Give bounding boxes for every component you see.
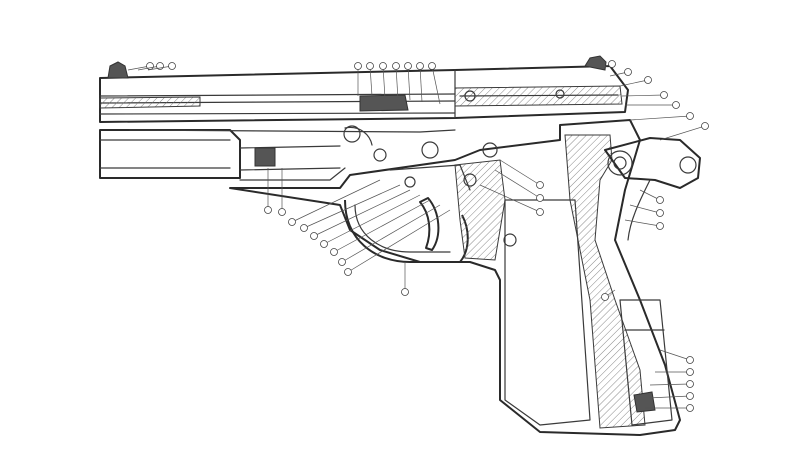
callout-leader (629, 204, 661, 214)
callout-bubble (310, 232, 318, 240)
callout-leader (407, 65, 411, 101)
callout-bubble (608, 60, 616, 68)
callout-leader (395, 65, 399, 101)
callout-bubble (624, 68, 632, 76)
callout-bubble (320, 240, 328, 248)
front-sight (107, 61, 129, 79)
callout-bubble (264, 206, 272, 214)
callout-leader (303, 184, 401, 229)
callout-bubble (392, 62, 400, 70)
callout-bubble (672, 101, 680, 109)
callout-leader (382, 65, 386, 99)
rear-sight (584, 55, 607, 71)
callout-bubble (401, 288, 409, 296)
callout-bubble (686, 380, 694, 388)
grip-panel (504, 199, 591, 426)
callout-bubble (644, 76, 652, 84)
callout-bubble (366, 62, 374, 70)
callout-leader (647, 395, 691, 399)
callout-bubble (288, 218, 296, 226)
callout-bubble (536, 208, 544, 216)
callout-leader (431, 65, 441, 105)
callout-bubble (701, 122, 709, 130)
callout-leader (624, 219, 661, 227)
callout-bubble (379, 62, 387, 70)
callout-leader (659, 125, 706, 141)
callout-leader (323, 194, 421, 245)
callout-bubble (656, 196, 664, 204)
callout-markers (127, 60, 709, 412)
callout-bubble (656, 222, 664, 230)
callout-bubble (686, 392, 694, 400)
callout-leader (369, 65, 373, 97)
callout-bubble (686, 404, 694, 412)
callout-leader (341, 204, 441, 263)
callout-bubble (660, 91, 668, 99)
callout-bubble (338, 258, 346, 266)
callout-bubble (168, 62, 176, 70)
callout-leader (291, 179, 381, 223)
callout-bubble (536, 181, 544, 189)
barrel-assembly (99, 129, 456, 189)
callout-leader (494, 169, 541, 199)
callout-bubble (428, 62, 436, 70)
callout-leader (479, 184, 541, 213)
frame (229, 119, 701, 436)
callout-bubble (686, 112, 694, 120)
callout-leader (649, 383, 691, 386)
magazine (619, 299, 673, 426)
callout-bubble (344, 268, 352, 276)
callout-bubble (404, 62, 412, 70)
callout-bubble (686, 368, 694, 376)
callout-bubble (354, 62, 362, 70)
callout-leader (659, 349, 691, 361)
callout-leader (419, 65, 423, 103)
callout-bubble (330, 248, 338, 256)
callout-leader (619, 79, 649, 87)
callout-bubble (416, 62, 424, 70)
callout-bubble (686, 356, 694, 364)
callout-leader (333, 199, 431, 253)
callout-leader (147, 65, 173, 71)
callout-bubble (656, 209, 664, 217)
slide (99, 55, 629, 123)
callout-leader (621, 94, 665, 97)
trigger (419, 197, 440, 251)
callout-leader (629, 115, 691, 121)
callout-bubble (601, 293, 609, 301)
callout-bubble (300, 224, 308, 232)
callout-bubble (536, 194, 544, 202)
callout-bubble (278, 208, 286, 216)
callout-leader (499, 159, 541, 186)
callout-leader (313, 189, 411, 237)
callout-leader (347, 209, 451, 273)
hammer (604, 137, 701, 189)
